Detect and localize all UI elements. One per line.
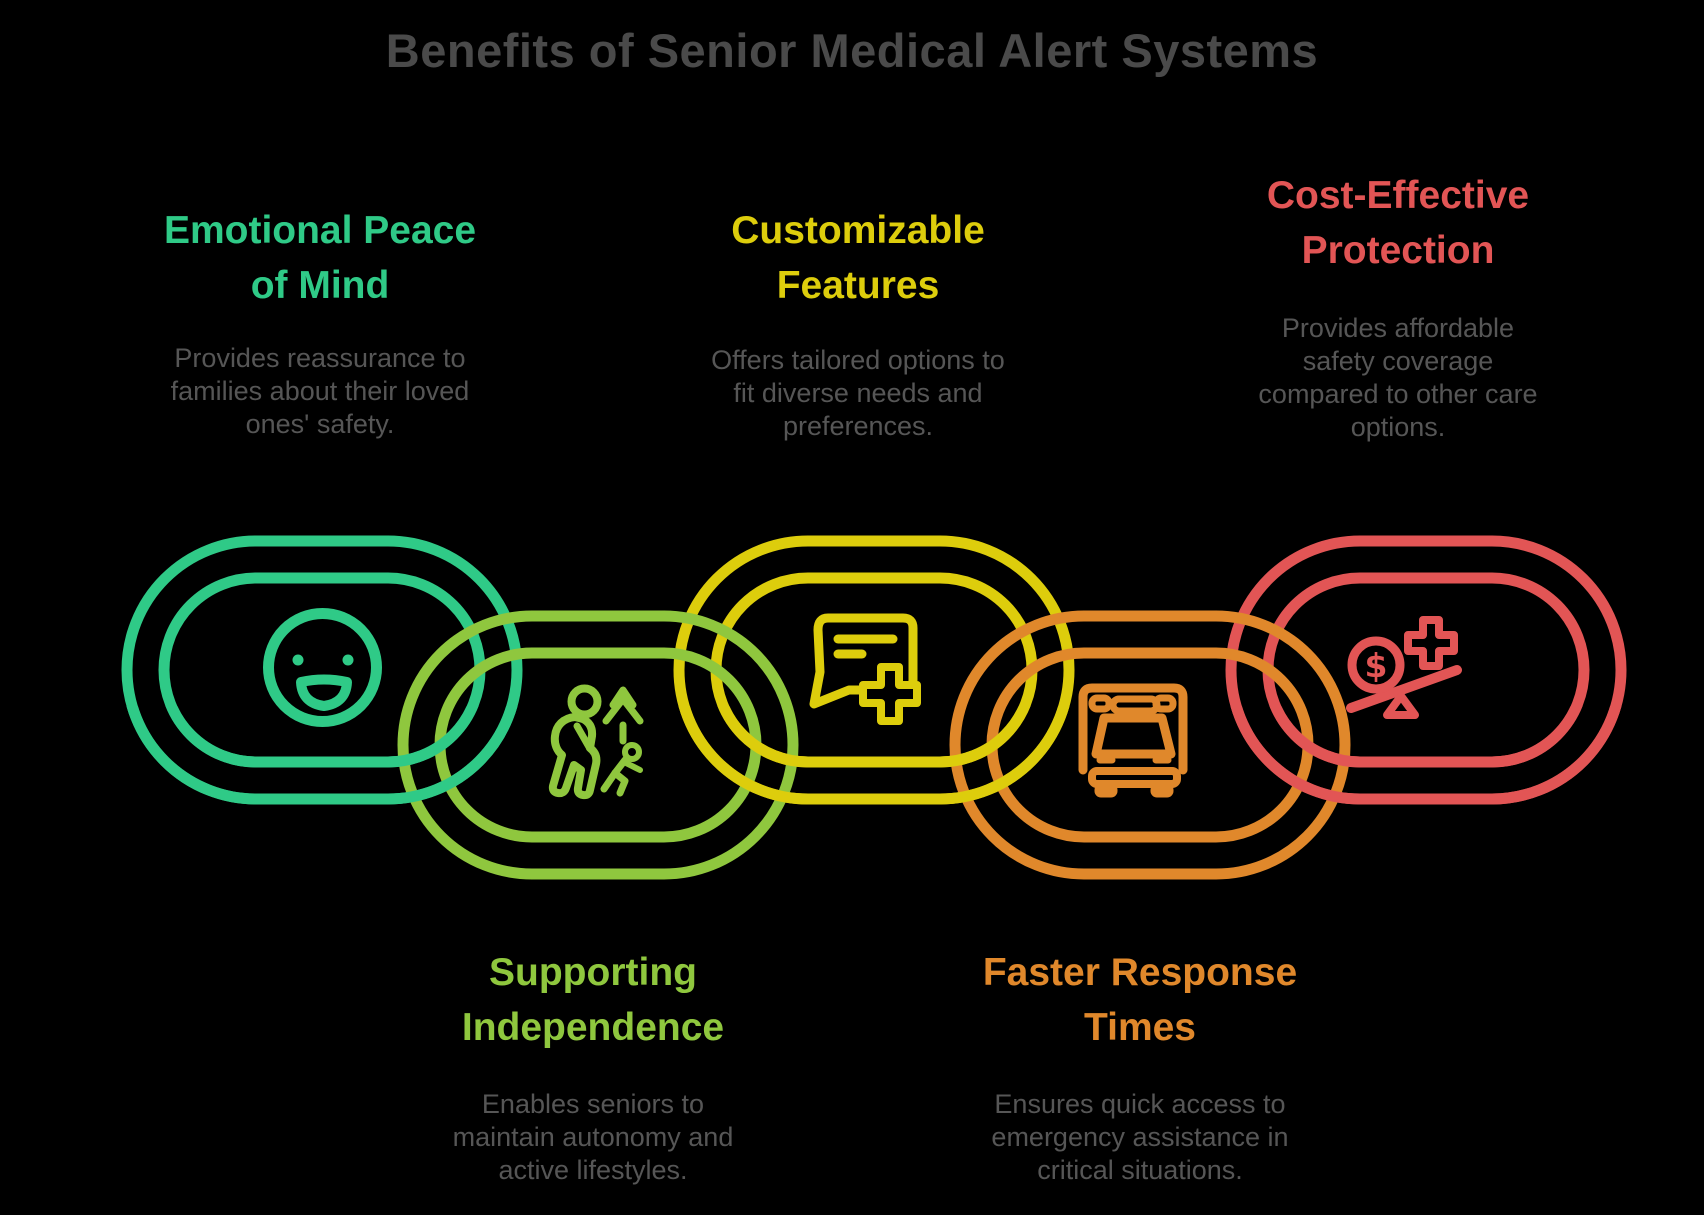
benefit-description-emotional-peace: Provides reassurance to families about t…	[170, 343, 470, 439]
chain-link-4	[955, 616, 1345, 874]
hiker-icon	[548, 684, 644, 800]
smiley-face-icon	[263, 608, 382, 727]
cost-balance-icon: $	[1346, 616, 1462, 719]
benefit-heading-supporting-independence: Supporting Independence	[461, 951, 725, 1049]
benefit-description-supporting-independence: Enables seniors to maintain autonomy and…	[452, 1089, 734, 1185]
chain-link-2	[403, 616, 793, 874]
ambulance-icon	[1078, 683, 1188, 798]
benefit-heading-cost-effective: Cost-Effective Protection	[1266, 174, 1530, 272]
benefit-description-cost-effective: Provides affordable safety coverage comp…	[1258, 313, 1538, 442]
page-title: Benefits of Senior Medical Alert Systems	[385, 24, 1319, 77]
benefit-heading-customizable-features: Customizable Features	[731, 209, 985, 307]
benefit-heading-faster-response: Faster Response Times	[982, 951, 1298, 1049]
benefit-heading-emotional-peace: Emotional Peace of Mind	[163, 209, 477, 307]
benefit-description-customizable-features: Offers tailored options to fit diverse n…	[711, 345, 1005, 441]
chat-medical-cross-icon	[809, 613, 921, 725]
dollar-sign-glyph: $	[1365, 646, 1388, 685]
benefit-description-faster-response: Ensures quick access to emergency assist…	[991, 1089, 1289, 1185]
